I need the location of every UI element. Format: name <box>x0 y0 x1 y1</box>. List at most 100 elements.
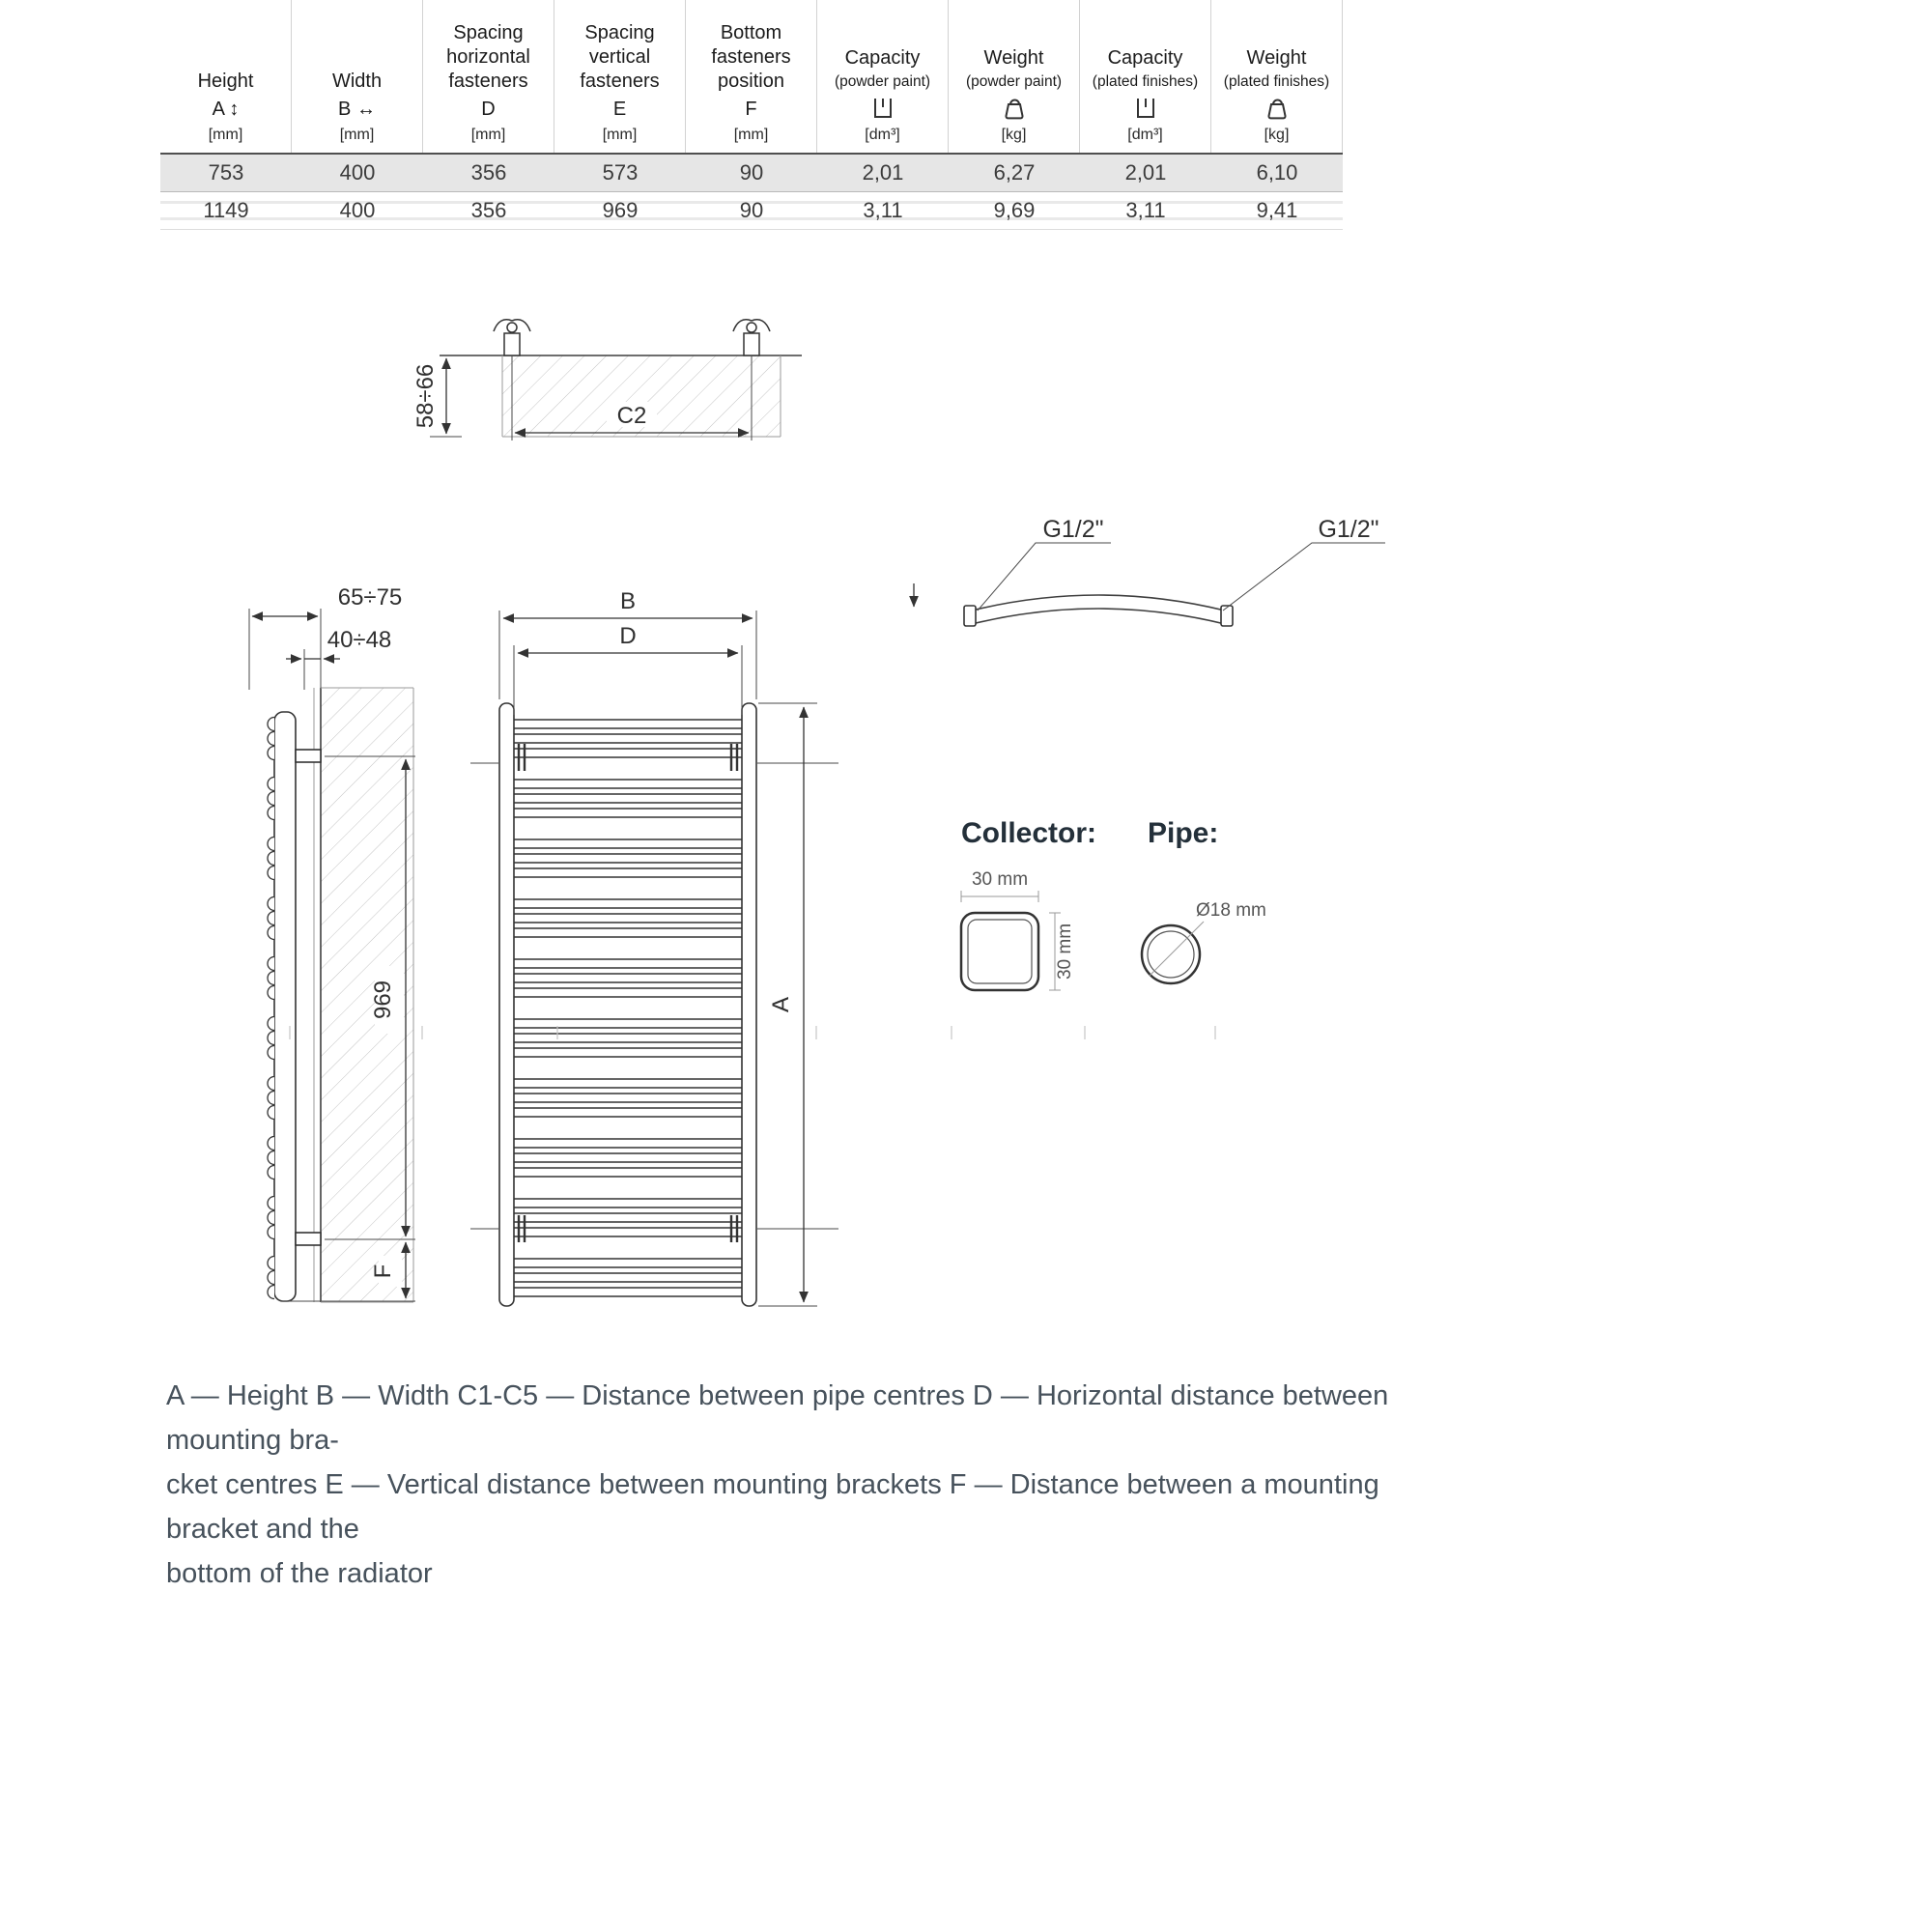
collector-height-label: 30 mm <box>1055 923 1075 980</box>
weight-icon <box>1266 99 1287 120</box>
spec-table: Height A ↕ [mm] Width B ↔ [mm] Spacing h… <box>160 0 1343 230</box>
header-icon-slot <box>1134 95 1157 122</box>
header-unit: [dm³] <box>1127 127 1163 143</box>
header-unit: [mm] <box>470 127 506 143</box>
header-icon-slot <box>871 95 895 122</box>
header-symbol: F <box>745 99 757 120</box>
weight-icon <box>1004 99 1024 120</box>
header-label-line: vertical <box>588 46 651 68</box>
table-cell: 3,11 <box>863 198 903 222</box>
collector-width-label: 30 mm <box>972 869 1028 890</box>
table-cell: 6,27 <box>993 160 1036 185</box>
header-icon-slot <box>1002 95 1027 122</box>
legend-line: cket centres E — Vertical distance betwe… <box>166 1469 1379 1545</box>
header-label-line: position <box>718 71 784 92</box>
scan-artifact-line <box>160 217 1343 220</box>
col-header-weight-powder: Weight (powder paint) [kg] <box>949 0 1080 153</box>
table-cell: 356 <box>470 198 507 222</box>
pipe-title: Pipe: <box>1148 817 1218 849</box>
header-symbol: A ↕ <box>212 99 240 120</box>
header-unit: [kg] <box>1264 127 1290 143</box>
header-label-line: Capacity <box>1107 47 1183 69</box>
header-label-line: fasteners <box>711 46 791 68</box>
table-cell: 9,41 <box>1256 198 1298 222</box>
header-unit: [mm] <box>208 127 243 143</box>
table-cell: 753 <box>208 160 244 185</box>
dim-label-a: A <box>768 997 794 1012</box>
header-label-line: Capacity <box>844 47 921 69</box>
header-symbol: B ↔ <box>338 99 376 120</box>
collector-title: Collector: <box>961 817 1096 849</box>
capacity-icon <box>873 99 892 118</box>
collector-drawing: Collector: 30 mm 30 mm <box>959 817 1096 992</box>
dim-label-65-75: 65÷75 <box>338 584 403 611</box>
header-unit: [mm] <box>733 127 769 143</box>
header-unit: [dm³] <box>865 127 900 143</box>
dim-label-58-66: 58÷66 <box>412 364 439 429</box>
header-label-line: Bottom <box>720 22 782 43</box>
header-label-line: fasteners <box>580 71 660 92</box>
header-sublabel: (plated finishes) <box>1223 73 1330 90</box>
header-label-line: Height <box>197 71 254 92</box>
table-cell: 400 <box>339 198 376 222</box>
scan-artifact-line <box>160 201 1343 204</box>
dim-label-969: 969 <box>370 980 396 1019</box>
header-icon-slot <box>1264 95 1290 122</box>
header-label-line: Spacing <box>453 22 524 43</box>
header-sublabel: (powder paint) <box>965 73 1063 90</box>
pipe-drawing: Pipe: Ø18 mm <box>1140 817 1266 985</box>
legend: A — Height B — Width C1-C5 — Distance be… <box>166 1374 1441 1596</box>
table-cell: 90 <box>739 160 764 185</box>
header-unit: [mm] <box>339 127 375 143</box>
capacity-icon <box>1136 99 1154 118</box>
header-label-line: fasteners <box>448 71 528 92</box>
dim-label-d: D <box>619 623 636 649</box>
header-unit: [mm] <box>602 127 638 143</box>
table-cell: 2,01 <box>1124 160 1167 185</box>
table-cell: 90 <box>739 198 764 222</box>
col-header-bottom-fasteners: Bottom fasteners position F [mm] <box>686 0 817 153</box>
spec-table-header: Height A ↕ [mm] Width B ↔ [mm] Spacing h… <box>160 0 1343 155</box>
thread-label-left: G1/2" <box>1042 516 1103 543</box>
pipe-diameter-label: Ø18 mm <box>1196 900 1266 921</box>
legend-line: bottom of the radiator <box>166 1558 433 1589</box>
col-header-spacing-horizontal: Spacing horizontal fasteners D [mm] <box>423 0 554 153</box>
table-row: 753 400 356 573 90 2,01 6,27 2,01 6,10 <box>160 155 1343 192</box>
thread-label-right: G1/2" <box>1318 516 1378 543</box>
side-view-drawing: 65÷75 40÷48 969 F <box>248 584 415 1303</box>
col-header-width: Width B ↔ [mm] <box>292 0 423 153</box>
legend-line: A — Height B — Width C1-C5 — Distance be… <box>166 1380 1389 1456</box>
table-cell: 969 <box>602 198 639 222</box>
technical-drawings: 58÷66 C2 65÷75 <box>248 319 1385 1307</box>
dim-label-c2: C2 <box>617 403 647 429</box>
top-view-drawing: G1/2" G1/2" <box>909 516 1385 627</box>
dim-label-40-48: 40÷48 <box>327 627 392 653</box>
header-label-line: Weight <box>1246 47 1307 69</box>
header-sublabel: (powder paint) <box>834 73 931 90</box>
header-label-line: Spacing <box>584 22 655 43</box>
table-cell: 1149 <box>203 198 249 222</box>
header-label-line: Weight <box>983 47 1044 69</box>
bracket-detail-drawing: 58÷66 C2 <box>412 319 802 440</box>
header-label-line: horizontal <box>446 46 530 68</box>
col-header-capacity-plated: Capacity (plated finishes) [dm³] <box>1080 0 1211 153</box>
header-sublabel: (plated finishes) <box>1092 73 1199 90</box>
table-cell: 2,01 <box>862 160 904 185</box>
table-cell: 400 <box>339 160 376 185</box>
table-cell: 356 <box>470 160 507 185</box>
front-view-drawing: B D A <box>470 588 838 1307</box>
col-header-height: Height A ↕ [mm] <box>160 0 292 153</box>
dim-label-f: F <box>370 1264 396 1279</box>
header-label-line: Width <box>331 71 383 92</box>
col-header-capacity-powder: Capacity (powder paint) [dm³] <box>817 0 949 153</box>
table-cell: 573 <box>602 160 639 185</box>
col-header-weight-plated: Weight (plated finishes) [kg] <box>1211 0 1343 153</box>
header-symbol: E <box>612 99 627 120</box>
col-header-spacing-vertical: Spacing vertical fasteners E [mm] <box>554 0 686 153</box>
table-cell: 9,69 <box>993 198 1036 222</box>
table-cell: 3,11 <box>1125 198 1166 222</box>
header-symbol: D <box>481 99 496 120</box>
table-cell: 6,10 <box>1256 160 1298 185</box>
registration-ticks <box>289 1026 1216 1039</box>
